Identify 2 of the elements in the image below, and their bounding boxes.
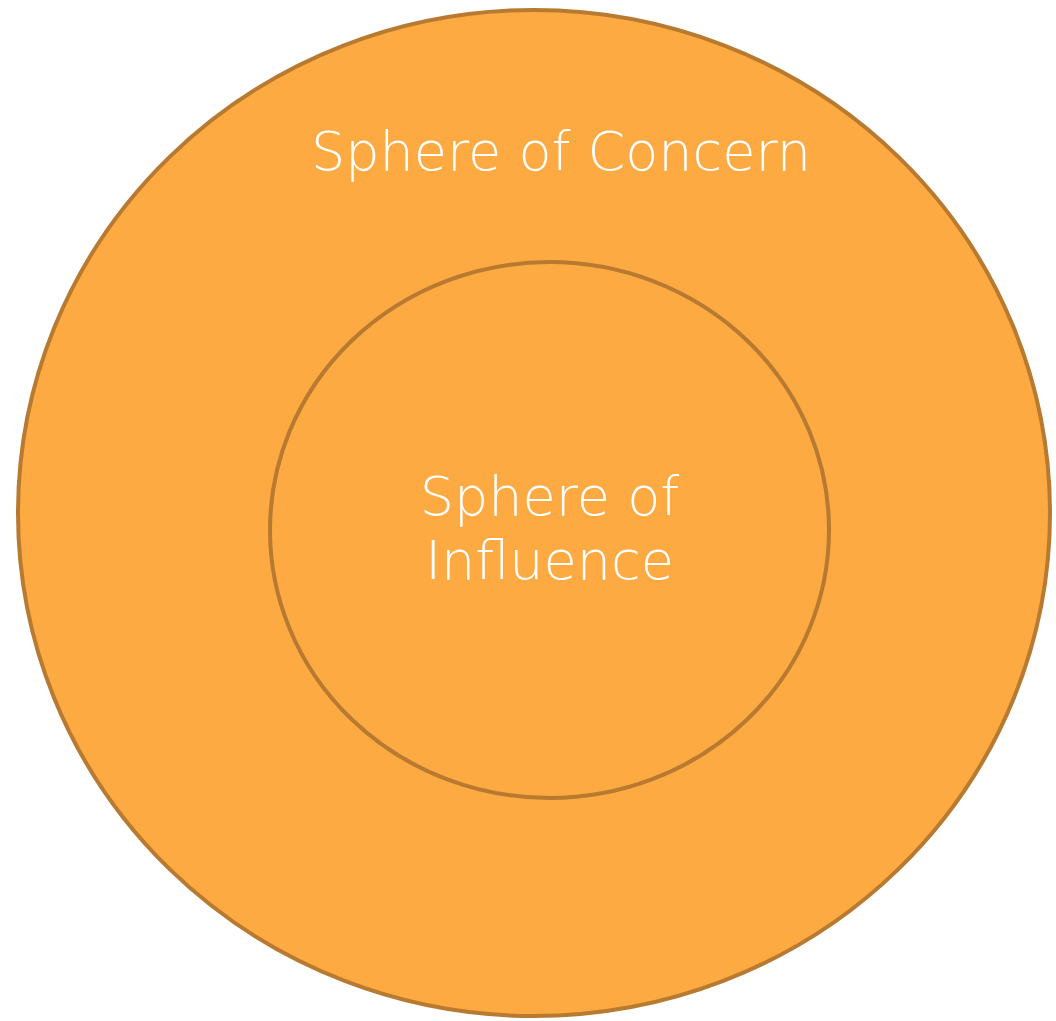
circle-label: Sphere of Concern bbox=[310, 120, 812, 184]
circle-label: Sphere of Influence bbox=[418, 465, 681, 593]
